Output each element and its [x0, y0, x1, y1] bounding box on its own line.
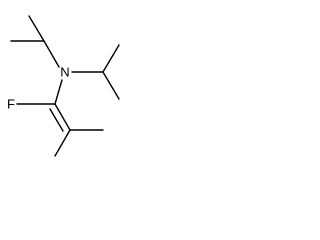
bond-left-ch-methyl-b [28, 15, 45, 42]
bond-terminal-c-methyl-b [54, 129, 71, 157]
bond-double-c-c-inner [49, 108, 64, 132]
molecule-structure: N F [7, 15, 120, 157]
bond-right-ch-methyl-a [102, 44, 120, 73]
atom-label-nitrogen: N [60, 65, 69, 80]
bond-n-left-ch [43, 40, 60, 68]
bond-right-ch-methyl-b [102, 71, 120, 100]
bond-n-vinyl-c [54, 79, 63, 105]
bond-double-c-c-outer [54, 103, 71, 131]
atom-label-fluorine: F [7, 97, 15, 112]
